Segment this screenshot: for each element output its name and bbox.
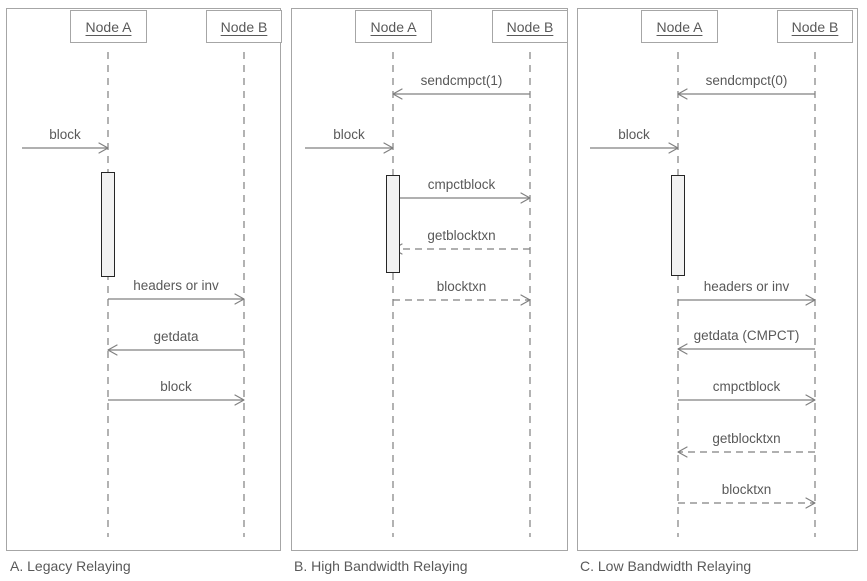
activation-bar-panel-b (386, 175, 400, 273)
participant-label: Node B (220, 18, 268, 35)
message-label-panel-b-4: blocktxn (436, 279, 487, 294)
activation-bar-panel-c (671, 175, 685, 276)
message-label-panel-c-4: cmpctblock (712, 379, 781, 394)
message-label-panel-b-2: cmpctblock (427, 177, 496, 192)
participant-label: Node A (370, 18, 417, 35)
message-label-panel-c-3: getdata (CMPCT) (693, 328, 800, 343)
message-arrowhead-panel-c-1 (668, 142, 679, 154)
participant-box-node-b[interactable]: Node B (206, 10, 282, 43)
panel-caption-panel-a: A. Legacy Relaying (10, 558, 131, 574)
participant-box-node-b[interactable]: Node B (492, 10, 568, 43)
message-label-panel-b-1: block (333, 127, 365, 142)
message-label-panel-c-2: headers or inv (703, 279, 790, 294)
message-arrowhead-panel-b-2 (520, 192, 531, 204)
message-arrowhead-panel-c-0 (677, 88, 688, 100)
message-arrowhead-panel-a-0 (98, 142, 109, 154)
message-label-panel-c-1: block (618, 127, 650, 142)
message-arrowhead-panel-b-0 (392, 88, 403, 100)
activation-bar-panel-a (101, 172, 115, 277)
panel-caption-panel-c: C. Low Bandwidth Relaying (580, 558, 752, 574)
participant-label: Node A (656, 18, 703, 35)
panel-caption-panel-b: B. High Bandwidth Relaying (294, 558, 468, 574)
message-label-panel-b-0: sendcmpct(1) (420, 73, 503, 88)
participant-box-node-a[interactable]: Node A (641, 10, 718, 43)
message-arrowhead-panel-b-4 (520, 294, 531, 306)
diagram-panel-panel-b (291, 8, 568, 551)
participant-label: Node B (506, 18, 554, 35)
message-label-panel-c-5: getblocktxn (712, 431, 781, 446)
message-label-panel-a-3: block (160, 379, 192, 394)
message-arrowhead-panel-c-3 (677, 343, 688, 355)
message-arrowhead-panel-a-2 (107, 344, 118, 356)
diagram-panel-panel-c (577, 8, 858, 551)
participant-box-node-b[interactable]: Node B (777, 10, 853, 43)
participant-label: Node A (85, 18, 132, 35)
message-arrowhead-panel-b-1 (383, 142, 394, 154)
message-label-panel-a-2: getdata (153, 329, 199, 344)
message-arrowhead-panel-c-6 (805, 497, 816, 509)
message-arrowhead-panel-c-2 (805, 294, 816, 306)
message-arrowhead-panel-c-5 (677, 446, 688, 458)
participant-box-node-a[interactable]: Node A (355, 10, 432, 43)
participant-box-node-a[interactable]: Node A (70, 10, 147, 43)
message-label-panel-a-0: block (49, 127, 81, 142)
diagram-panel-panel-a (6, 8, 281, 551)
participant-label: Node B (791, 18, 839, 35)
message-arrowhead-panel-a-3 (234, 394, 245, 406)
message-label-panel-a-1: headers or inv (133, 278, 219, 293)
message-arrowhead-panel-c-4 (805, 394, 816, 406)
message-arrowhead-panel-a-1 (234, 293, 245, 305)
message-label-panel-c-0: sendcmpct(0) (705, 73, 788, 88)
message-label-panel-c-6: blocktxn (721, 482, 772, 497)
message-label-panel-b-3: getblocktxn (427, 228, 496, 243)
